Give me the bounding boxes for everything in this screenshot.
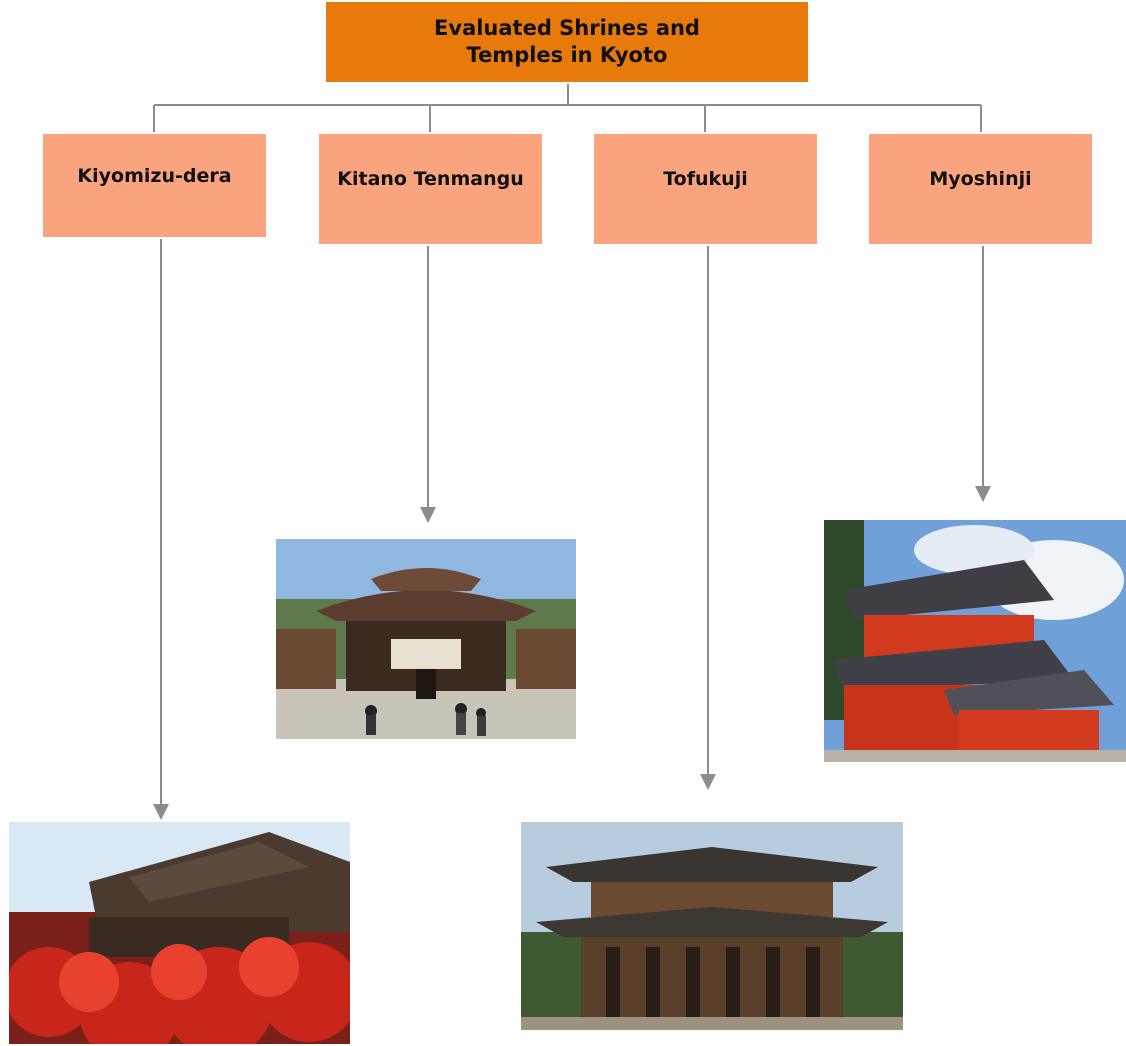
node-label: Myoshinji (929, 168, 1032, 190)
node-kiyomizu-dera: Kiyomizu-dera (43, 134, 266, 237)
node-label: Tofukuji (663, 168, 748, 190)
photo-kitano-tenmangu (276, 539, 576, 739)
node-label: Kitano Tenmangu (337, 168, 524, 190)
photo-myoshinji (824, 520, 1126, 762)
node-tofukuji: Tofukuji (594, 134, 817, 244)
node-kitano-tenmangu: Kitano Tenmangu (319, 134, 542, 244)
root-title: Evaluated Shrines and Temples in Kyoto (434, 15, 700, 67)
node-label: Kiyomizu-dera (77, 164, 232, 187)
root-node: Evaluated Shrines and Temples in Kyoto (326, 2, 808, 82)
node-myoshinji: Myoshinji (869, 134, 1092, 244)
photo-kiyomizu-dera (9, 822, 350, 1044)
photo-tofukuji (521, 822, 903, 1030)
